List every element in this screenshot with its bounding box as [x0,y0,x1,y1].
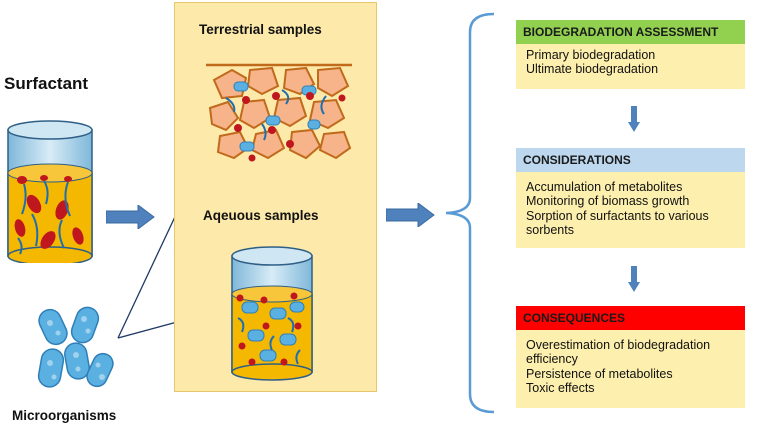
consideration-item: sorbents [526,222,574,237]
microorganisms-label: Microorganisms [12,408,117,423]
consideration-item: Sorption of surfactants to various [526,208,709,223]
microorganisms-icon [37,306,114,388]
soil-particles-icon [206,63,352,162]
beaker-with-microbes-icon [231,246,313,381]
arrow-right-icon [386,203,435,227]
consideration-item: Accumulation of metabolites [526,180,683,194]
arrow-down-icon [628,106,640,132]
consideration-item: Monitoring of biomass growth [526,194,690,209]
assessment-body: Primary biodegradation Ultimate biodegra… [516,44,745,89]
surfactant-label: Surfactant [4,74,89,93]
arrow-right-icon [106,205,155,229]
consequence-item: Persistence of metabolites [526,366,673,381]
considerations-body: Accumulation of metabolites Monitoring o… [516,172,745,248]
assessment-header: BIODEGRADATION ASSESSMENT [516,20,745,44]
assessment-item: Ultimate biodegradation [526,62,659,77]
consequence-item: efficiency [526,352,578,367]
consequence-item: Overestimation of biodegradation [526,338,711,352]
assessment-item: Primary biodegradation [526,48,656,62]
considerations-header: CONSIDERATIONS [516,148,745,172]
consequences-body: Overestimation of biodegradation efficie… [516,330,745,408]
arrow-down-icon [628,266,640,292]
aqueous-samples-label: Aqeuous samples [203,208,319,223]
consequences-header: CONSEQUENCES [516,306,745,330]
terrestrial-samples-label: Terrestrial samples [199,22,322,37]
consequence-item: Toxic effects [526,380,595,395]
beaker-icon [7,120,93,263]
bracket-icon [445,12,495,414]
